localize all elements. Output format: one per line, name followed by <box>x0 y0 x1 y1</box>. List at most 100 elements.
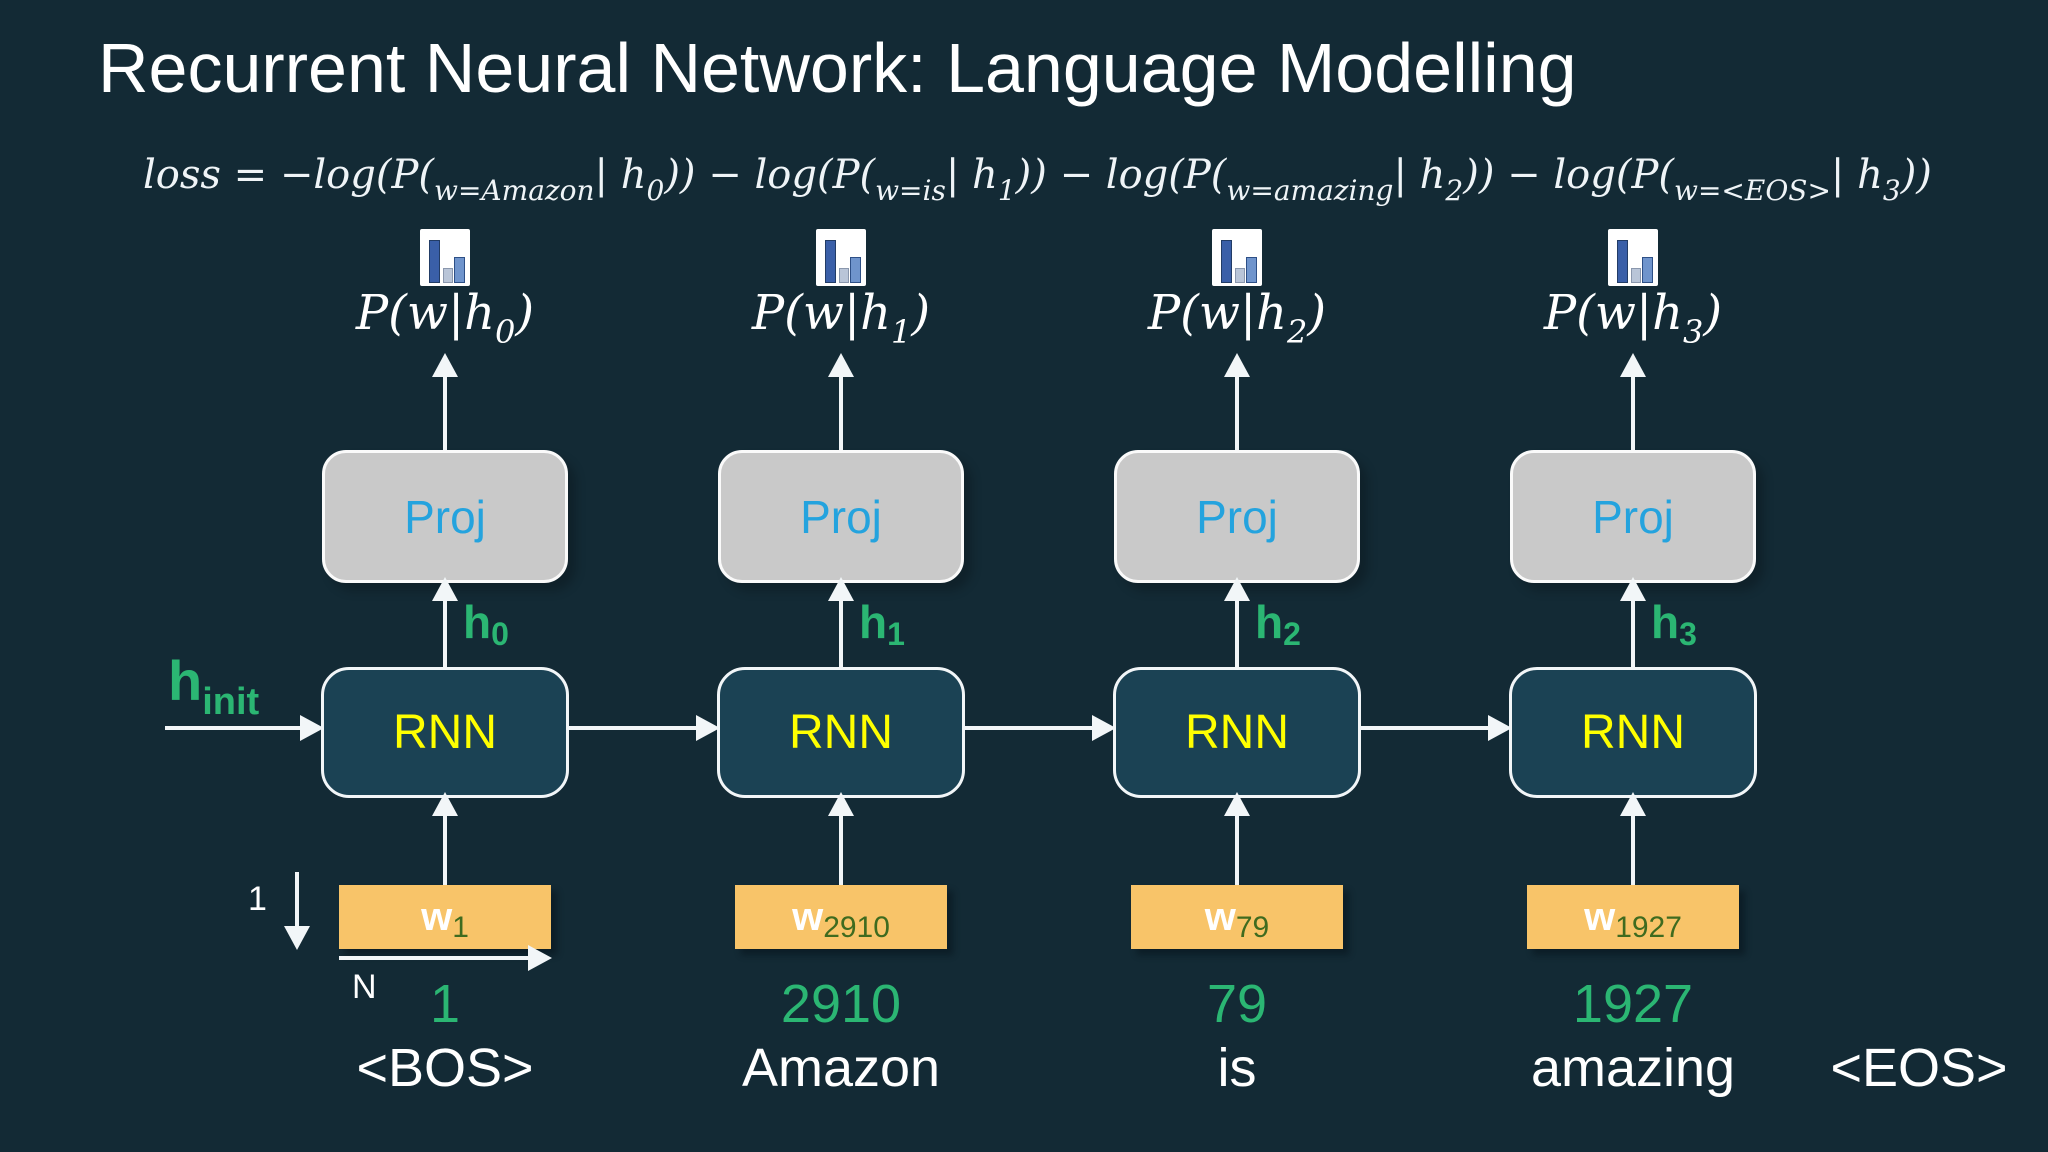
formula-seg-main: loss = −log(P( <box>143 152 434 198</box>
bar-tall <box>1617 240 1628 283</box>
prob-label: P(w|h3) <box>1435 285 1831 351</box>
prob-main: ) <box>515 285 535 341</box>
h-state-main: h <box>859 596 888 648</box>
arrow-head <box>284 926 310 950</box>
formula-seg-main: )) − log(P( <box>1463 152 1674 198</box>
bar-medium <box>1642 257 1653 283</box>
h-init-arrow <box>165 715 324 741</box>
formula-seg-sub: w=amazing <box>1226 174 1394 207</box>
formula-seg-main: | h <box>945 152 998 198</box>
arrow-head <box>432 577 458 601</box>
embedding-sub: 1 <box>452 911 469 944</box>
rnn-box-label: RNN <box>1185 706 1289 759</box>
prob-sub: 3 <box>1683 313 1704 351</box>
embedding-main: w <box>792 894 824 939</box>
proj-box: Proj <box>322 450 568 583</box>
formula-seg-sub: w=is <box>875 174 946 207</box>
formula-seg-sub: 1 <box>997 174 1016 207</box>
vocab-dim-label: N <box>352 968 377 1006</box>
vocab-right-arrow <box>339 945 552 971</box>
embedding-main: w <box>421 894 453 939</box>
h-state-sub: 2 <box>1283 616 1301 652</box>
bar-short <box>1631 268 1641 283</box>
prob-sub: 2 <box>1287 313 1308 351</box>
arrow-shaft <box>339 956 528 960</box>
formula-seg-sub: w=Amazon <box>434 174 595 207</box>
prob-main: P(w|h <box>355 285 496 341</box>
bar-medium <box>454 257 465 283</box>
up-arrow <box>1224 353 1250 450</box>
arrow-shaft <box>962 726 1092 730</box>
prob-sub: 0 <box>495 313 516 351</box>
one-hot-dim-label: 1 <box>248 880 267 918</box>
h-init-main: h <box>168 649 203 712</box>
proj-box: Proj <box>1114 450 1360 583</box>
up-arrow <box>1620 353 1646 450</box>
embedding-sub: 79 <box>1235 911 1270 944</box>
embedding-main: w <box>1204 894 1236 939</box>
arrow-shaft <box>295 872 299 926</box>
bar-tall <box>825 240 836 283</box>
proj-box-label: Proj <box>1196 490 1278 543</box>
bar-short <box>443 268 453 283</box>
h-state-sub: 0 <box>491 616 509 652</box>
bar-medium <box>1246 257 1257 283</box>
h-state-sub: 1 <box>887 616 905 652</box>
token-index: 1 <box>429 974 461 1034</box>
formula-seg-main: )) − log(P( <box>664 152 876 198</box>
h-state-main: h <box>1651 596 1680 648</box>
rnn-to-rnn-arrow <box>566 715 720 741</box>
arrow-head <box>1224 792 1250 816</box>
token-word: is <box>1217 1038 1257 1098</box>
bar-medium <box>850 257 861 283</box>
arrow-head <box>1620 353 1646 377</box>
up-arrow <box>828 792 854 885</box>
arrow-shaft <box>443 601 447 667</box>
loss-formula: loss = −log(P(w=Amazon| h0)) − log(P(w=i… <box>143 152 1932 207</box>
up-arrow <box>1620 577 1646 667</box>
rnn-box: RNN <box>717 667 965 798</box>
arrow-shaft <box>1235 816 1239 885</box>
prob-main: P(w|h <box>1147 285 1288 341</box>
arrow-shaft <box>1631 816 1635 885</box>
bar-chart-icon <box>1608 229 1658 286</box>
bar-chart-icon <box>816 229 866 286</box>
rnn-box-label: RNN <box>393 706 497 759</box>
rnn-to-rnn-arrow <box>1358 715 1512 741</box>
formula-seg-main: )) <box>1900 152 1932 198</box>
rnn-box: RNN <box>1509 667 1757 798</box>
formula-seg-sub: 3 <box>1882 174 1901 207</box>
proj-box-label: Proj <box>800 490 882 543</box>
rnn-box-label: RNN <box>789 706 893 759</box>
one-hot-down-arrow <box>284 872 310 950</box>
formula-seg-main: | h <box>1393 152 1446 198</box>
formula-seg-main: )) − log(P( <box>1015 152 1227 198</box>
prob-main: P(w|h <box>1543 285 1684 341</box>
embedding-sub: 1927 <box>1615 911 1682 944</box>
formula-seg-sub: 0 <box>646 174 665 207</box>
prob-main: P(w|h <box>751 285 892 341</box>
token-word: amazing <box>1530 1038 1736 1098</box>
arrow-shaft <box>443 377 447 450</box>
token-index: 2910 <box>780 974 902 1034</box>
rnn-to-rnn-arrow <box>962 715 1116 741</box>
up-arrow <box>828 353 854 450</box>
formula-seg-main: | h <box>594 152 647 198</box>
arrow-head <box>1224 577 1250 601</box>
rnn-box: RNN <box>1113 667 1361 798</box>
rnn-box-label: RNN <box>1581 706 1685 759</box>
arrow-shaft <box>839 601 843 667</box>
token-index: 79 <box>1206 974 1268 1034</box>
up-arrow <box>1224 577 1250 667</box>
slide-title: Recurrent Neural Network: Language Model… <box>98 29 1577 107</box>
h-init-sub: init <box>202 681 260 723</box>
prob-label: P(w|h0) <box>247 285 643 351</box>
